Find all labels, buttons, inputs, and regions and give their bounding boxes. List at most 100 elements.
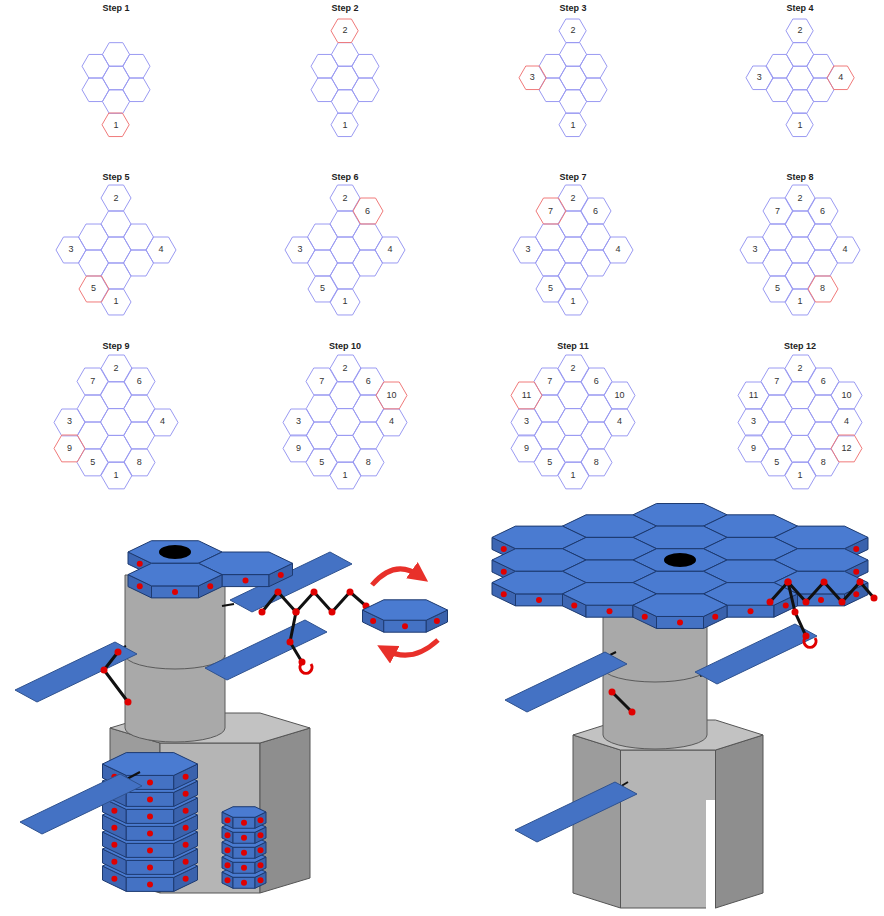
hex-cell <box>123 78 150 102</box>
latch-dot <box>607 608 613 614</box>
hex-tile-node: 9 <box>54 435 85 462</box>
hex-cell <box>581 250 611 276</box>
hex-cell <box>353 422 384 449</box>
hex-outline <box>353 368 384 395</box>
latch-dot <box>225 877 231 883</box>
prism-side <box>126 826 174 840</box>
latch-dot <box>111 842 117 848</box>
tile-number: 3 <box>68 245 73 254</box>
tile-number: 11 <box>522 391 531 400</box>
latch-dot <box>853 546 859 552</box>
hex-cell <box>330 435 361 462</box>
latch-dot <box>183 825 189 831</box>
hex-outline <box>785 289 815 315</box>
hex-cell <box>124 224 154 250</box>
hex-tile-node: 2 <box>331 19 358 43</box>
hex-tile-node: 8 <box>353 449 384 476</box>
hex-tile-node: 12 <box>831 435 862 462</box>
hex-cell <box>534 395 565 422</box>
hex-outline <box>330 289 360 315</box>
hex-outline <box>786 113 813 137</box>
tile-number: 9 <box>751 444 756 453</box>
hex-outline <box>558 355 589 382</box>
hex-outline <box>124 449 155 476</box>
hex-tile-node: 3 <box>511 409 542 436</box>
tile-number: 5 <box>319 458 324 467</box>
hex-tile-node: 3 <box>519 66 546 90</box>
hex-cell <box>79 250 109 276</box>
tile-number: 6 <box>594 377 599 386</box>
hex-outline <box>559 19 586 43</box>
hex-cell <box>785 211 815 237</box>
hex-tile-node: 3 <box>54 409 85 436</box>
hex-outline <box>581 368 612 395</box>
tube-band <box>603 668 707 682</box>
hex-outline <box>77 368 108 395</box>
hex-cell <box>101 263 131 289</box>
hex-tile-node: 5 <box>534 449 565 476</box>
mirror-tile <box>633 594 727 629</box>
hex-outline <box>761 449 792 476</box>
hex-tile-node: 5 <box>308 276 338 302</box>
prism-side <box>152 586 199 598</box>
hex-tile-node: 1 <box>330 462 361 489</box>
step-title: Step 2 <box>331 4 358 13</box>
hex-cell <box>808 224 838 250</box>
hex-tile-node: 4 <box>603 237 633 263</box>
hex-tile-node: 6 <box>581 198 611 224</box>
latch-dot <box>225 817 231 823</box>
panel-strut <box>222 604 234 606</box>
hex-cell <box>580 54 607 78</box>
hex-outline <box>785 355 816 382</box>
hex-cell <box>330 237 360 263</box>
hex-outline <box>56 237 86 263</box>
arm-joint <box>311 589 318 596</box>
latch-dot <box>147 847 153 853</box>
tile-number: 11 <box>749 391 758 400</box>
hex-tile-node: 1 <box>785 289 815 315</box>
tile-number: 4 <box>389 417 394 426</box>
prism-top <box>363 600 448 620</box>
hex-tile-node: 8 <box>808 449 839 476</box>
hex-tile-node: 3 <box>740 237 770 263</box>
hex-tile-node: 1 <box>101 289 131 315</box>
hex-tile-node: 8 <box>808 276 838 302</box>
hex-tile-node: 3 <box>513 237 543 263</box>
hex-cell <box>102 43 129 67</box>
hex-outline <box>786 19 813 43</box>
tile-number: 10 <box>386 391 396 400</box>
step-panel <box>308 211 383 289</box>
hex-cell <box>353 224 383 250</box>
latch-dot <box>258 847 264 853</box>
latch-dot <box>111 876 117 882</box>
hex-tile-node: 9 <box>511 435 542 462</box>
hex-outline <box>558 289 588 315</box>
tile-number: 5 <box>774 458 779 467</box>
prism-side <box>586 605 633 617</box>
solar-panel <box>695 624 817 684</box>
tile-number: 7 <box>319 377 324 386</box>
arm-joint <box>821 579 828 586</box>
arm-joint <box>785 579 792 586</box>
tile-number: 7 <box>90 377 95 386</box>
latch-dot <box>783 603 789 609</box>
hex-cell <box>580 78 607 102</box>
hex-tile-node: 7 <box>534 368 565 395</box>
hex-outline <box>511 409 542 436</box>
new-hex-outline <box>376 382 407 409</box>
hex-tile-node: 3 <box>738 409 769 436</box>
step-title: Step 12 <box>784 342 816 351</box>
tile-number: 4 <box>160 417 165 426</box>
tile-number: 3 <box>751 417 756 426</box>
tile-number: 3 <box>752 245 757 254</box>
tube-body <box>603 600 707 749</box>
tile-number: 2 <box>570 26 575 35</box>
hex-tile-node: 2 <box>558 185 588 211</box>
hex-cell <box>558 211 588 237</box>
latch-dot <box>501 546 507 552</box>
hex-cell <box>785 263 815 289</box>
